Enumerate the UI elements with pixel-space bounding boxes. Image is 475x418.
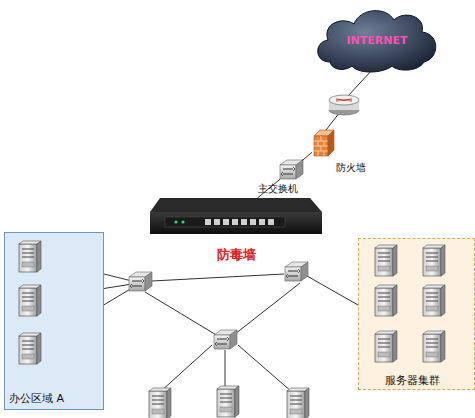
cluster-band: 服务器集群 [358, 238, 475, 390]
node-label: 防火墙 [336, 161, 366, 175]
cloud-node: INTERNET [312, 4, 442, 74]
zone-band: 办公区域 A [4, 232, 104, 410]
server-symbol [149, 388, 171, 418]
server-symbol [19, 285, 41, 316]
gateway-device [150, 198, 322, 234]
server-symbol [423, 331, 445, 362]
switch-symbol [280, 160, 303, 179]
firewall-node: 防火墙 [312, 130, 334, 156]
server-symbol [375, 285, 397, 316]
network-link [302, 152, 312, 160]
node-label: 服务器集群 [385, 373, 440, 388]
server-symbol [19, 333, 41, 364]
node-label: 主交换机 [258, 182, 298, 196]
node-label: INTERNET [312, 34, 442, 47]
server-symbol [217, 386, 239, 417]
switch-symbol [129, 272, 152, 291]
server-symbol [423, 245, 445, 276]
server-group [358, 238, 475, 390]
server-symbol [19, 241, 41, 272]
server-symbol [423, 285, 445, 316]
switch-symbol [285, 262, 308, 281]
switch-node: 主交换机 [280, 160, 302, 180]
server-symbol [375, 245, 397, 276]
switch-symbol [214, 330, 237, 349]
node-label: 防毒墙 [150, 246, 322, 264]
server-symbol [287, 388, 309, 418]
gateway-node: 防毒墙 [150, 198, 322, 234]
server-group [4, 232, 104, 410]
server-symbol [375, 331, 397, 362]
node-label: 办公区域 A [9, 391, 64, 406]
router-symbol [329, 95, 359, 115]
firewall-symbol [314, 130, 334, 156]
